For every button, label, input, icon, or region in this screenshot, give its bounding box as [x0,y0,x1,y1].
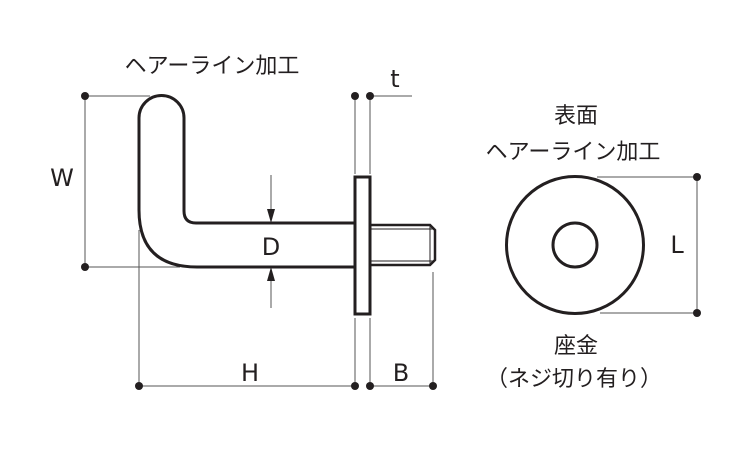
dim-L-label: L [670,231,684,259]
washer-outer-circle [505,175,645,315]
thread-lines [370,225,433,265]
dim-W-label: W [50,164,74,192]
dim-t-label: t [390,65,399,93]
thread-note-label: （ネジ切り有り） [486,367,662,392]
hook-bolt-body [137,94,355,269]
arrow-up-icon [267,267,275,281]
dimension-dots [81,92,701,390]
washer-hole [551,221,599,269]
dimension-lines [84,95,698,387]
arrow-down-icon [267,209,275,223]
surface-finish-label: ヘアーライン加工 [486,140,661,165]
thread-section [370,223,437,267]
washer-side [353,175,372,316]
surface-label: 表面 [554,104,598,129]
dim-H-label: H [241,359,259,387]
dim-D-label: D [262,233,280,261]
washer-label: 座金 [554,334,598,359]
dim-B-label: B [393,359,409,387]
hairline-finish-title: ヘアーライン加工 [125,54,300,79]
